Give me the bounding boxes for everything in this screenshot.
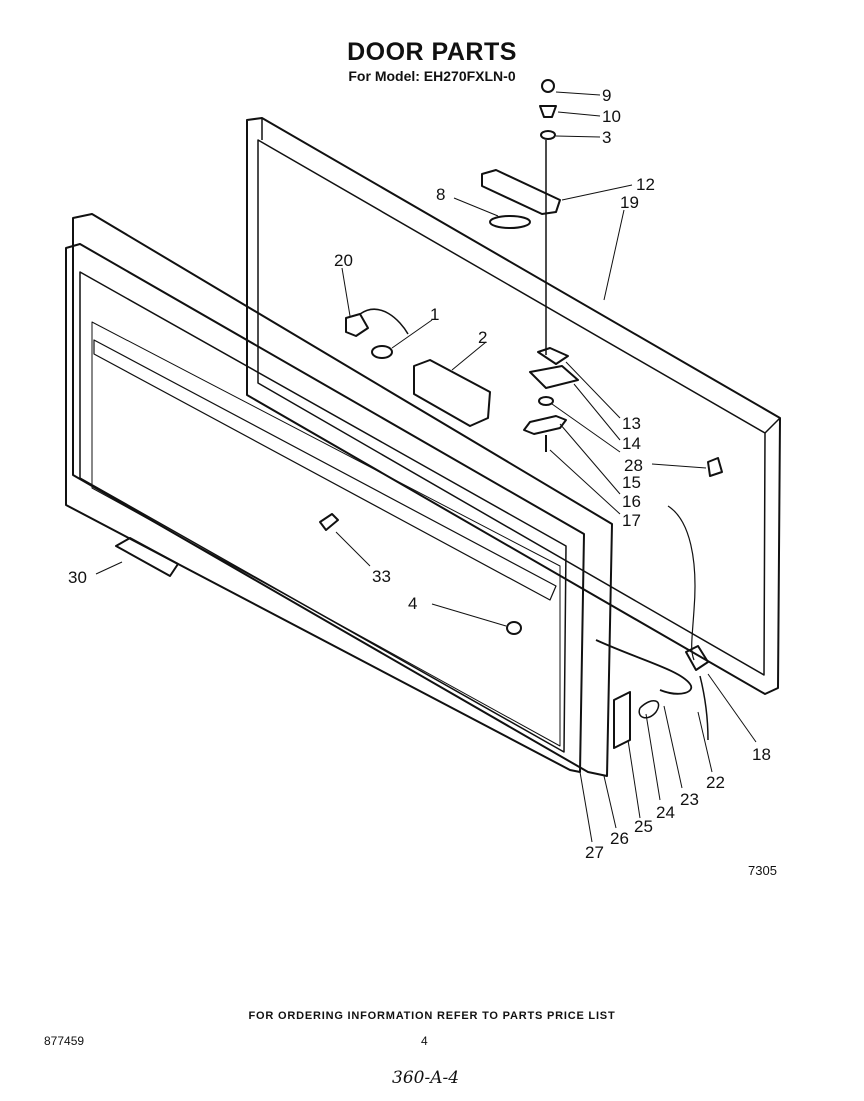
door-liner-panel: [246, 117, 781, 695]
callout-13: 13: [622, 414, 641, 433]
callout-19: 19: [620, 193, 639, 212]
callout-17: 17: [622, 511, 641, 530]
callout-27: 27: [585, 843, 604, 862]
callout-leaders: [95, 91, 757, 843]
callout-16: 16: [622, 492, 641, 511]
callout-15: 15: [622, 473, 641, 492]
figure-number: 7305: [748, 863, 777, 878]
callout-33: 33: [372, 567, 391, 586]
callout-30: 30: [68, 568, 87, 587]
callout-12: 12: [636, 175, 655, 194]
switch-lamp-bracket: [345, 308, 491, 427]
callout-24: 24: [656, 803, 675, 822]
callout-18: 18: [752, 745, 771, 764]
callout-8: 8: [436, 185, 445, 204]
document-number: 877459: [44, 1034, 85, 1048]
hinge-assembly: [481, 79, 579, 452]
callout-labels: 9 10 3 12 19 8 20 1 2 13 14 15 16 17 28 …: [68, 86, 771, 862]
page-number: 4: [421, 1034, 428, 1048]
callout-10: 10: [602, 107, 621, 126]
callout-25: 25: [634, 817, 653, 836]
model-subtitle: For Model: EH270FXLN-0: [348, 68, 516, 84]
page-title: DOOR PARTS: [347, 38, 517, 66]
callout-14: 14: [622, 434, 641, 453]
outer-door-panel: [65, 213, 613, 777]
callout-1: 1: [430, 305, 439, 324]
callout-26: 26: [610, 829, 629, 848]
callout-4: 4: [408, 594, 417, 613]
callout-22: 22: [706, 773, 725, 792]
callout-9: 9: [602, 86, 611, 105]
callout-23: 23: [680, 790, 699, 809]
handle-and-screws: [115, 457, 723, 635]
lower-hinge-and-cord: [595, 505, 709, 749]
callout-28: 28: [624, 456, 643, 475]
callout-3: 3: [602, 128, 611, 147]
callout-2: 2: [478, 328, 487, 347]
handwritten-reference: 360-A-4: [392, 1068, 460, 1088]
ordering-note: FOR ORDERING INFORMATION REFER TO PARTS …: [248, 1010, 616, 1022]
callout-20: 20: [334, 251, 353, 270]
